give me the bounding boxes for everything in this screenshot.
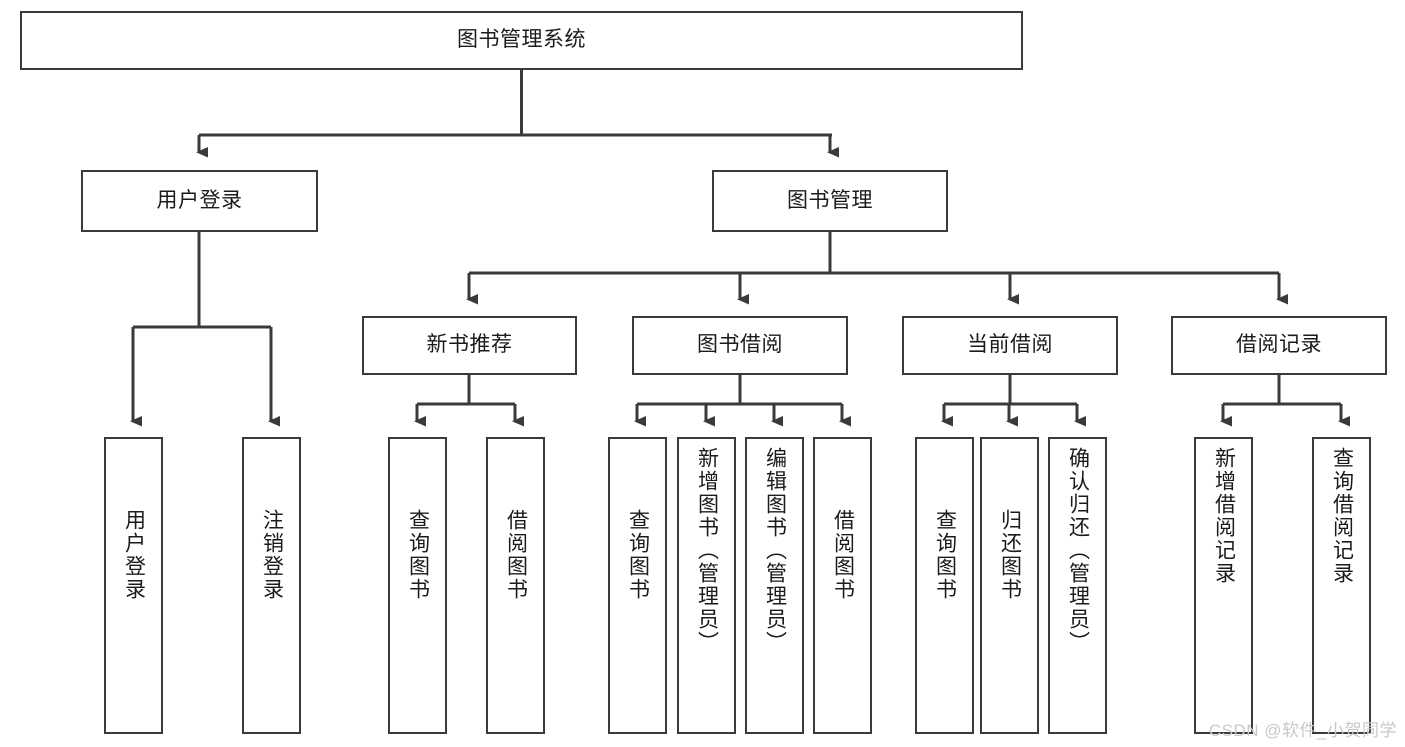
leaf-book-borrow-add[interactable]: 新增图书（管理员） xyxy=(677,437,736,734)
leaf-current-borrow-query[interactable]: 查询图书 xyxy=(915,437,974,734)
node-current-borrow[interactable]: 当前借阅 xyxy=(902,316,1118,375)
leaf-book-borrow-edit[interactable]: 编辑图书（管理员） xyxy=(745,437,804,734)
leaf-new-book-query[interactable]: 查询图书 xyxy=(388,437,447,734)
node-book-management[interactable]: 图书管理 xyxy=(712,170,948,232)
node-current-borrow-label: 当前借阅 xyxy=(967,333,1053,357)
leaf-borrow-record-query[interactable]: 查询借阅记录 xyxy=(1312,437,1371,734)
leaf-new-book-query-label: 查询图书 xyxy=(406,509,430,601)
leaf-book-borrow-borrow-label: 借阅图书 xyxy=(831,509,855,601)
node-root[interactable]: 图书管理系统 xyxy=(20,11,1023,70)
node-user-login-label: 用户登录 xyxy=(156,188,243,212)
node-borrow-record-label: 借阅记录 xyxy=(1236,333,1322,357)
leaf-user-login-logout[interactable]: 注销登录 xyxy=(242,437,301,734)
leaf-new-book-borrow[interactable]: 借阅图书 xyxy=(486,437,545,734)
node-borrow-record[interactable]: 借阅记录 xyxy=(1171,316,1387,375)
node-book-borrow[interactable]: 图书借阅 xyxy=(632,316,848,375)
leaf-book-borrow-edit-label: 编辑图书（管理员） xyxy=(763,447,787,654)
leaf-new-book-borrow-label: 借阅图书 xyxy=(504,509,528,601)
leaf-current-borrow-query-label: 查询图书 xyxy=(933,509,957,601)
leaf-current-borrow-return[interactable]: 归还图书 xyxy=(980,437,1039,734)
node-book-borrow-label: 图书借阅 xyxy=(697,333,783,357)
leaf-book-borrow-query-label: 查询图书 xyxy=(626,509,650,601)
leaf-current-borrow-confirm[interactable]: 确认归还（管理员） xyxy=(1048,437,1107,734)
node-new-book-recommend[interactable]: 新书推荐 xyxy=(362,316,577,375)
node-new-book-recommend-label: 新书推荐 xyxy=(426,333,513,357)
leaf-current-borrow-confirm-label: 确认归还（管理员） xyxy=(1066,447,1090,654)
leaf-user-login-login[interactable]: 用户登录 xyxy=(104,437,163,734)
leaf-book-borrow-borrow[interactable]: 借阅图书 xyxy=(813,437,872,734)
node-root-label: 图书管理系统 xyxy=(457,28,586,52)
leaf-book-borrow-query[interactable]: 查询图书 xyxy=(608,437,667,734)
leaf-borrow-record-add-label: 新增借阅记录 xyxy=(1212,447,1236,585)
leaf-user-login-logout-label: 注销登录 xyxy=(260,509,284,601)
node-book-management-label: 图书管理 xyxy=(787,188,873,212)
leaf-user-login-login-label: 用户登录 xyxy=(122,509,146,601)
leaf-current-borrow-return-label: 归还图书 xyxy=(998,509,1022,601)
node-user-login[interactable]: 用户登录 xyxy=(81,170,318,232)
leaf-book-borrow-add-label: 新增图书（管理员） xyxy=(695,447,719,654)
leaf-borrow-record-query-label: 查询借阅记录 xyxy=(1330,447,1354,585)
leaf-borrow-record-add[interactable]: 新增借阅记录 xyxy=(1194,437,1253,734)
